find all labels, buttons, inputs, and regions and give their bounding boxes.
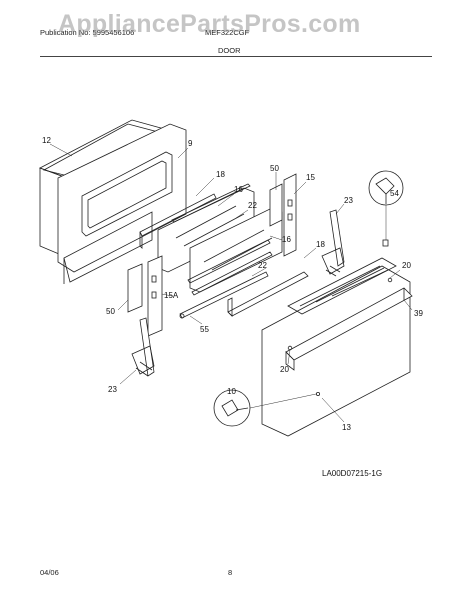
callout-label: 54 — [390, 189, 399, 198]
callout-label: 12 — [42, 136, 51, 145]
outer-door-panel — [261, 257, 411, 437]
callout-label: 23 — [108, 385, 117, 394]
callout-label: 10 — [227, 387, 236, 396]
model-number: MEF322CGF — [205, 28, 250, 37]
footer-page-number: 8 — [228, 568, 233, 577]
callout-label: 50 — [270, 164, 279, 173]
hinge-right — [321, 209, 345, 277]
door-handle — [285, 287, 413, 371]
window-seal-upper — [139, 193, 217, 249]
screw-detail-54 — [368, 170, 404, 247]
header-rule — [40, 56, 432, 57]
publication-number: Publication No: 5995456106 — [40, 28, 135, 37]
callout-label: 13 — [342, 423, 351, 432]
door-liner — [63, 211, 153, 284]
callout-label: 15A — [164, 291, 179, 300]
hinge-left — [131, 317, 155, 377]
callout-label: 50 — [106, 307, 115, 316]
callout-label: 20 — [402, 261, 411, 270]
callout-label: 23 — [344, 196, 353, 205]
diagram-code: LA00D07215-1G — [322, 469, 382, 478]
callout-label: 22 — [258, 261, 267, 270]
section-title: DOOR — [218, 46, 241, 55]
window-seal-lower — [227, 271, 309, 317]
bottom-channel — [179, 271, 269, 319]
hinge-bracket-right — [269, 173, 297, 257]
glass-spacer-bar-lower — [187, 239, 273, 296]
callout-label: 16 — [234, 185, 243, 194]
leader-lines — [49, 143, 413, 423]
callout-label: 55 — [200, 325, 209, 334]
callout-labels: 12 9 18 16 22 50 15 54 23 16 18 22 20 15… — [42, 136, 423, 432]
callout-label: 22 — [248, 201, 257, 210]
hinge-bracket-left — [127, 255, 163, 337]
callout-label: 15 — [306, 173, 315, 182]
callout-label: 20 — [280, 365, 289, 374]
glass-spacer-bar-upper — [171, 183, 251, 223]
callout-label: 9 — [188, 139, 193, 148]
screw-20-upper — [387, 277, 393, 283]
watermark-logo: AppliancePartsPros.com — [58, 10, 361, 38]
footer-date: 04/06 — [40, 568, 59, 577]
screw-20-lower — [287, 345, 293, 351]
callout-label: 18 — [216, 170, 225, 179]
inner-door-panel — [57, 123, 187, 273]
screw-detail-10 — [213, 389, 320, 427]
callout-label: 16 — [282, 235, 291, 244]
callout-label: 39 — [414, 309, 423, 318]
callout-label: 18 — [316, 240, 325, 249]
